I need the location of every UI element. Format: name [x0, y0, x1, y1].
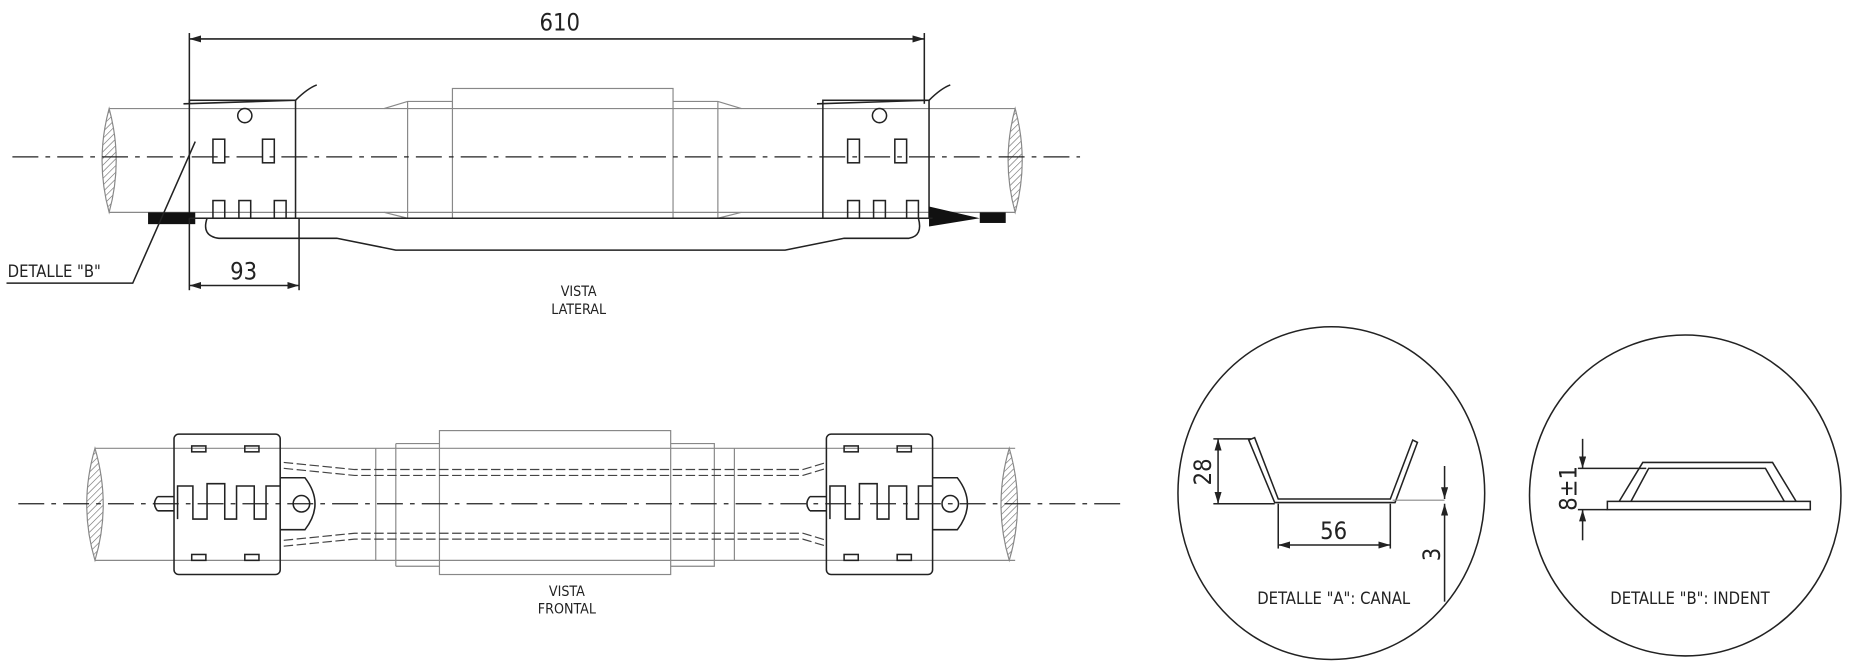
dim-3-label: 3 [1418, 548, 1446, 562]
channel-profile [1247, 436, 1419, 504]
clamp-left [148, 84, 318, 225]
view-title-frontal-2: FRONTAL [538, 601, 597, 617]
dim-28-label: 28 [1189, 458, 1217, 485]
dim-8-label: 8±1 [1555, 466, 1583, 511]
view-title-lateral-1: VISTA [561, 284, 597, 300]
base-plate [1606, 500, 1812, 511]
detail-b-callout: DETALLE "B" [6, 141, 196, 284]
splice-sleeve [375, 430, 735, 576]
clamp-left [153, 433, 316, 576]
detail-b-indent: 8±1 DETALLE "B": INDENT [1528, 334, 1842, 657]
bottom-bracket [189, 217, 933, 251]
dimension-93: 93 [188, 218, 300, 291]
detail-a-canal: 28 56 3 DETALLE "A": CANAL [1177, 326, 1486, 661]
dim-93-label: 93 [230, 258, 257, 286]
detail-a-label: DETALLE "A": CANAL [1257, 589, 1411, 608]
dim-610-label: 610 [540, 9, 580, 37]
detail-b-callout-label: DETALLE "B" [8, 262, 101, 281]
detail-b-circle [1528, 334, 1842, 657]
lateral-view: 610 93 DETALLE "B" VISTA LATERAL [6, 9, 1081, 318]
dimension-610: 610 [188, 9, 926, 104]
clamp-right [806, 433, 969, 576]
detail-b-label: DETALLE "B": INDENT [1610, 589, 1770, 608]
indent-profile [1618, 461, 1797, 502]
pipe [101, 106, 1023, 215]
view-title-lateral-2: LATERAL [551, 302, 607, 318]
detail-a-circle [1177, 326, 1486, 661]
dim-56-label: 56 [1320, 517, 1347, 545]
clamp-right [816, 84, 1006, 227]
frontal-view: VISTA FRONTAL [18, 430, 1122, 617]
view-title-frontal-1: VISTA [549, 584, 585, 600]
